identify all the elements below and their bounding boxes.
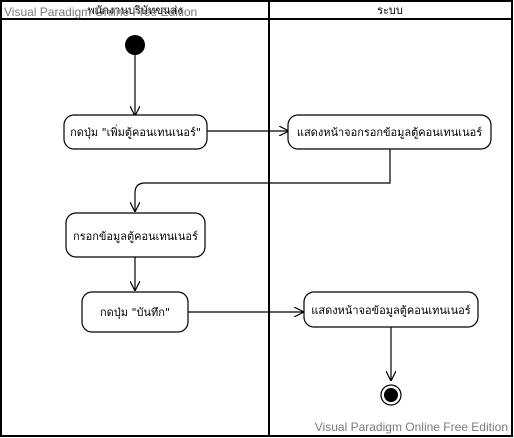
- lane-header-employee: พนักงานบริษัทขนส่ง: [87, 4, 182, 17]
- watermark-top: Visual Paradigm Online Free Edition: [4, 5, 197, 19]
- action-show-data-label: แสดงหน้าจอข้อมูลตู้คอนเทนเนอร์: [311, 304, 470, 317]
- action-click-add: กดปุ่ม "เพิ่มตู้คอนเทนเนอร์": [63, 114, 208, 150]
- action-show-form-label: แสดงหน้าจอกรอกข้อมูลตู้คอนเทนเนอร์: [297, 126, 482, 139]
- lane-header-system: ระบบ: [377, 4, 403, 17]
- action-click-save-label: กดปุ่ม "บันทึก": [100, 306, 170, 319]
- action-fill-form-label: กรอกข้อมูลตู้คอนเทนเนอร์: [73, 230, 198, 243]
- flow-edges: [135, 55, 391, 380]
- action-fill-form: กรอกข้อมูลตู้คอนเทนเนอร์: [65, 212, 206, 258]
- initial-node: [125, 35, 145, 55]
- final-node: [380, 384, 402, 406]
- action-show-form: แสดงหน้าจอกรอกข้อมูลตู้คอนเทนเนอร์: [287, 114, 492, 150]
- action-click-save: กดปุ่ม "บันทึก": [81, 291, 189, 333]
- edge-show-form-to-fill-form: [135, 148, 391, 211]
- watermark-bottom: Visual Paradigm Online Free Edition: [315, 420, 508, 434]
- action-click-add-label: กดปุ่ม "เพิ่มตู้คอนเทนเนอร์": [70, 124, 201, 139]
- action-show-data: แสดงหน้าจอข้อมูลตู้คอนเทนเนอร์: [303, 291, 479, 328]
